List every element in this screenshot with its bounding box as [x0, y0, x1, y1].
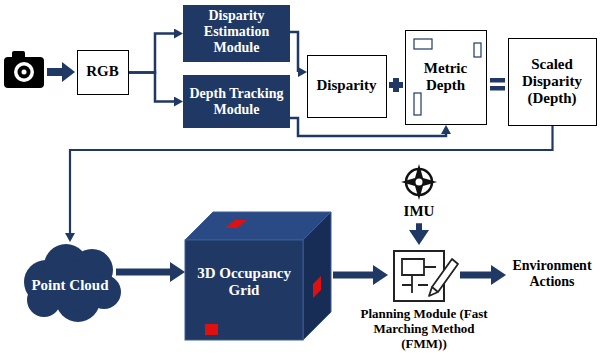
data-box: Metric Depth [405, 30, 487, 125]
node-label: 3D Occupancy Grid [185, 265, 303, 300]
block-arrow [47, 62, 75, 82]
data-box: Disparity [307, 55, 387, 118]
node-label: IMU [389, 203, 449, 220]
input-box: RGB [77, 50, 129, 95]
pencil-icon [429, 259, 458, 296]
connector-arrow [116, 269, 170, 276]
node-label: Disparity [312, 77, 381, 94]
equals-symbol [490, 78, 505, 91]
output-box: Scaled Disparity (Depth) [508, 38, 597, 126]
compass-center [416, 179, 423, 186]
depth-region [474, 43, 481, 57]
compass-star [401, 164, 437, 200]
occupied-cell [225, 220, 247, 228]
node-label: RGB [82, 63, 123, 80]
planning-icon: Planning Module (Fast Marching Method (F… [388, 245, 460, 305]
node-label: Scaled Disparity (Depth) [513, 56, 591, 108]
node-label: Planning Module (Fast Marching Method (F… [359, 307, 489, 352]
node-label: Depth Tracking Module [187, 85, 286, 117]
cube-side [303, 212, 331, 340]
connector-arrow [460, 272, 491, 279]
connector-arrow [290, 32, 298, 72]
occupied-cell [313, 276, 321, 298]
node-label: Environment Actions [510, 258, 594, 290]
sensor-icon: IMU [400, 163, 438, 201]
depth-region [414, 93, 421, 115]
depth-region [414, 39, 432, 49]
camera-icon [4, 51, 44, 88]
cloud-node: Point Cloud [20, 238, 120, 323]
connector-arrow [333, 272, 373, 279]
module-box: Disparity Estimation Module [183, 5, 290, 62]
occupancy-cube: 3D Occupancy Grid [185, 212, 333, 342]
connector-arrow [416, 223, 422, 230]
cloud-shape [24, 244, 121, 322]
node-label: Disparity Estimation Module [187, 8, 286, 56]
node-label: Point Cloud [30, 277, 110, 294]
module-box: Depth Tracking Module [183, 75, 290, 128]
connector-arrow [129, 34, 174, 73]
node-shape [388, 245, 460, 305]
connector-arrow [129, 73, 174, 102]
cube-front [185, 240, 303, 340]
node-label: Metric Depth [410, 60, 481, 95]
action-node: Environment Actions [506, 255, 598, 296]
node-shape [400, 163, 438, 201]
occupied-cell [205, 324, 218, 335]
plus-symbol [389, 78, 403, 92]
